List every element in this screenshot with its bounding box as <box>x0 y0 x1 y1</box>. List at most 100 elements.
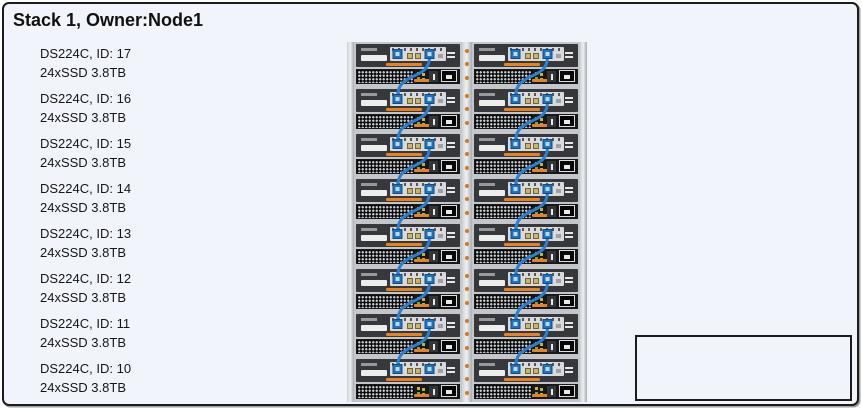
psu-power-switch <box>429 161 438 172</box>
psu-fan-grille <box>475 70 532 83</box>
iom-status-leds <box>447 367 455 373</box>
shelf-unit <box>354 312 462 357</box>
shelf-unit <box>354 357 462 402</box>
psu-module <box>356 294 460 309</box>
iom-model-text <box>361 138 377 141</box>
psu-fan-grille <box>357 205 414 218</box>
sfp-port-icon <box>525 368 531 374</box>
panel-connector <box>438 234 443 238</box>
shelf-unit <box>354 222 462 267</box>
port-tick-marks <box>392 363 444 366</box>
psu-status-leds <box>417 117 420 120</box>
shelf-model-id: DS224C, ID: 14 <box>40 181 132 196</box>
shelf-unit <box>472 357 580 402</box>
shelf-row <box>347 267 587 312</box>
psu-module <box>356 249 460 264</box>
iom-status-leds <box>447 187 455 193</box>
panel-connector <box>438 324 443 328</box>
psu-status-leds <box>535 72 538 75</box>
sfp-port-icon <box>525 323 531 329</box>
psu-status-leds <box>417 72 420 75</box>
psu-power-inlet <box>441 295 457 307</box>
sfp-port-icon <box>407 98 413 104</box>
psu-power-switch <box>547 206 556 217</box>
psu-module <box>474 384 578 399</box>
iom-port-panel <box>508 47 564 61</box>
iom-status-leds <box>447 52 455 58</box>
sfp-port-icon <box>533 98 539 104</box>
psu-fan-grille <box>357 250 414 263</box>
chassis-ear <box>580 267 587 312</box>
shelf-unit <box>354 42 462 87</box>
psu-power-switch <box>429 251 438 262</box>
iom-serial-label <box>479 55 505 61</box>
psu-fan-grille <box>475 205 532 218</box>
psu-power-inlet <box>559 70 575 82</box>
iom-cam-handle <box>504 378 540 381</box>
psu-fan-grille <box>357 340 414 353</box>
panel-connector <box>438 189 443 193</box>
shelf-unit <box>354 177 462 222</box>
sfp-port-icon <box>415 143 421 149</box>
iom-model-text <box>361 228 377 231</box>
iom-status-leds <box>565 52 573 58</box>
panel-connector <box>556 279 561 283</box>
psu-fan-grille <box>475 340 532 353</box>
panel-connector <box>556 234 561 238</box>
iom-module <box>356 179 460 202</box>
iom-module <box>356 44 460 67</box>
shelf-model-id: DS224C, ID: 12 <box>40 271 132 286</box>
iom-status-leds <box>565 97 573 103</box>
iom-cam-handle <box>504 198 540 201</box>
panel-connector <box>438 144 443 148</box>
iom-cam-handle <box>386 333 422 336</box>
iom-serial-label <box>479 100 505 106</box>
psu-power-inlet <box>441 250 457 262</box>
iom-cam-handle <box>504 243 540 246</box>
iom-model-text <box>479 318 495 321</box>
sfp-port-icon <box>415 188 421 194</box>
iom-port-panel <box>508 227 564 241</box>
iom-cam-handle <box>386 63 422 66</box>
psu-module <box>474 249 578 264</box>
shelf-unit <box>472 177 580 222</box>
shelf-model-id: DS224C, ID: 11 <box>40 316 131 331</box>
iom-module <box>356 224 460 247</box>
rack-rail <box>462 312 472 357</box>
psu-module <box>356 339 460 354</box>
shelf-unit <box>354 132 462 177</box>
iom-status-leds <box>565 367 573 373</box>
psu-fan-grille <box>357 115 414 128</box>
sfp-port-icon <box>407 323 413 329</box>
psu-fan-grille <box>357 70 414 83</box>
psu-fan-grille <box>475 115 532 128</box>
iom-status-leds <box>565 187 573 193</box>
psu-power-inlet <box>559 250 575 262</box>
port-tick-marks <box>392 183 444 186</box>
chassis-ear <box>580 312 587 357</box>
psu-power-switch <box>547 341 556 352</box>
iom-cam-handle <box>504 333 540 336</box>
shelf-drive-config: 24xSSD 3.8TB <box>40 245 126 260</box>
iom-port-panel <box>390 362 446 376</box>
port-tick-marks <box>510 183 562 186</box>
psu-module <box>356 114 460 129</box>
psu-power-switch <box>547 161 556 172</box>
iom-status-leds <box>565 142 573 148</box>
port-tick-marks <box>392 318 444 321</box>
sfp-port-icon <box>415 98 421 104</box>
iom-port-panel <box>390 47 446 61</box>
psu-power-switch <box>429 71 438 82</box>
iom-cam-handle <box>386 378 422 381</box>
shelf-drive-config: 24xSSD 3.8TB <box>40 290 126 305</box>
shelf-unit <box>472 87 580 132</box>
psu-fan-grille <box>357 160 414 173</box>
shelf-model-id: DS224C, ID: 17 <box>40 46 132 61</box>
iom-port-panel <box>508 362 564 376</box>
shelf-row <box>347 132 587 177</box>
iom-status-leds <box>565 232 573 238</box>
iom-status-leds <box>565 277 573 283</box>
stack-title: Stack 1, Owner:Node1 <box>13 10 204 30</box>
